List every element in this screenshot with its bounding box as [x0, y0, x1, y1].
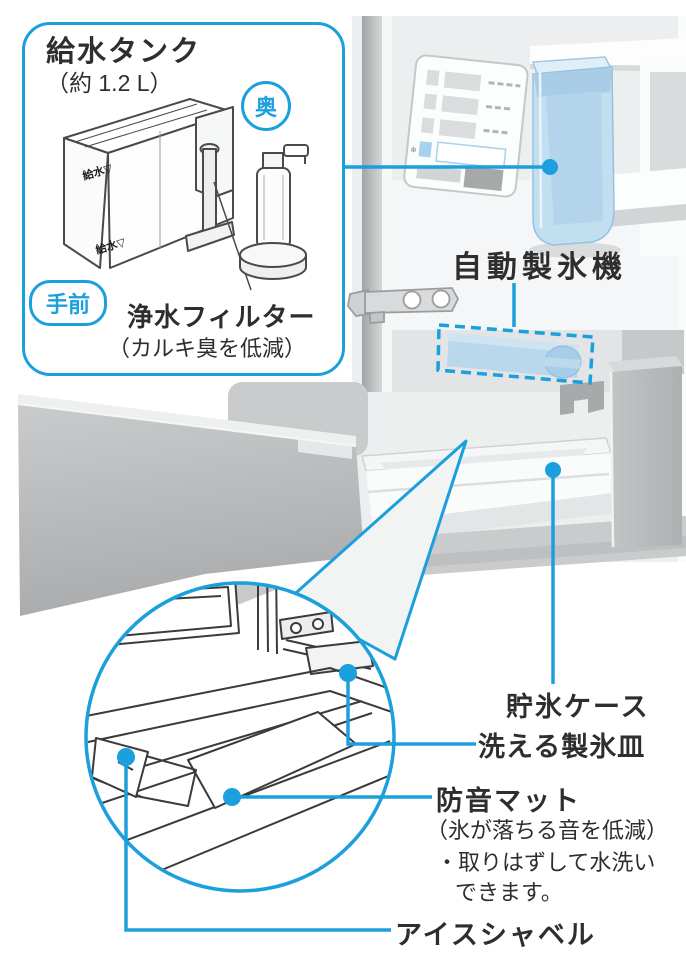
callout-box: [22, 22, 345, 376]
dot-water-tank: [542, 159, 558, 175]
filter-art: [239, 144, 309, 280]
auto-ice-maker-label: 自動製氷機: [452, 251, 627, 284]
freezer-drawer-art: [17, 382, 368, 616]
callout-title: 給水タンク: [46, 36, 202, 68]
capacity-label: （約 1.2 L）: [46, 70, 173, 96]
filter-label: 浄水フィルター: [127, 302, 316, 332]
mat-bullet-line1: ・取りはずして水洗い: [436, 850, 656, 875]
dot-ice-tray: [339, 664, 357, 682]
leader-shovel-line: [124, 757, 391, 932]
dot-ice-case: [545, 462, 561, 478]
dot-shovel: [117, 748, 135, 766]
back-badge: 奥: [241, 81, 291, 131]
filter-note: （カルキ臭を低減）: [108, 336, 307, 361]
dashed-highlight-box: [436, 323, 595, 385]
leader-ice-tray-line: [346, 673, 476, 746]
part-dots: [117, 159, 561, 806]
hinge-art: [347, 287, 460, 324]
svg-text:❄: ❄: [410, 145, 418, 155]
dot-mat: [223, 788, 241, 806]
mat-note: （氷が落ちる音を低減）: [426, 818, 669, 843]
water-tank-highlight-art: [529, 56, 621, 258]
mat-label: 防音マット: [436, 786, 581, 816]
ice-shovel-label: アイスシャベル: [395, 920, 596, 950]
mat-bullet-line2: できます。: [455, 880, 563, 905]
ice-case-label: 貯氷ケース: [506, 692, 650, 722]
magnifier-circle-inset: [84, 581, 396, 893]
leader-lines: [124, 165, 555, 932]
ice-tray-label: 洗える製氷皿: [478, 732, 646, 762]
control-panel-art: ❄: [403, 54, 529, 198]
water-tank-art: 給水▽ 給水▽: [63, 98, 252, 291]
front-badge: 手前: [29, 280, 107, 326]
